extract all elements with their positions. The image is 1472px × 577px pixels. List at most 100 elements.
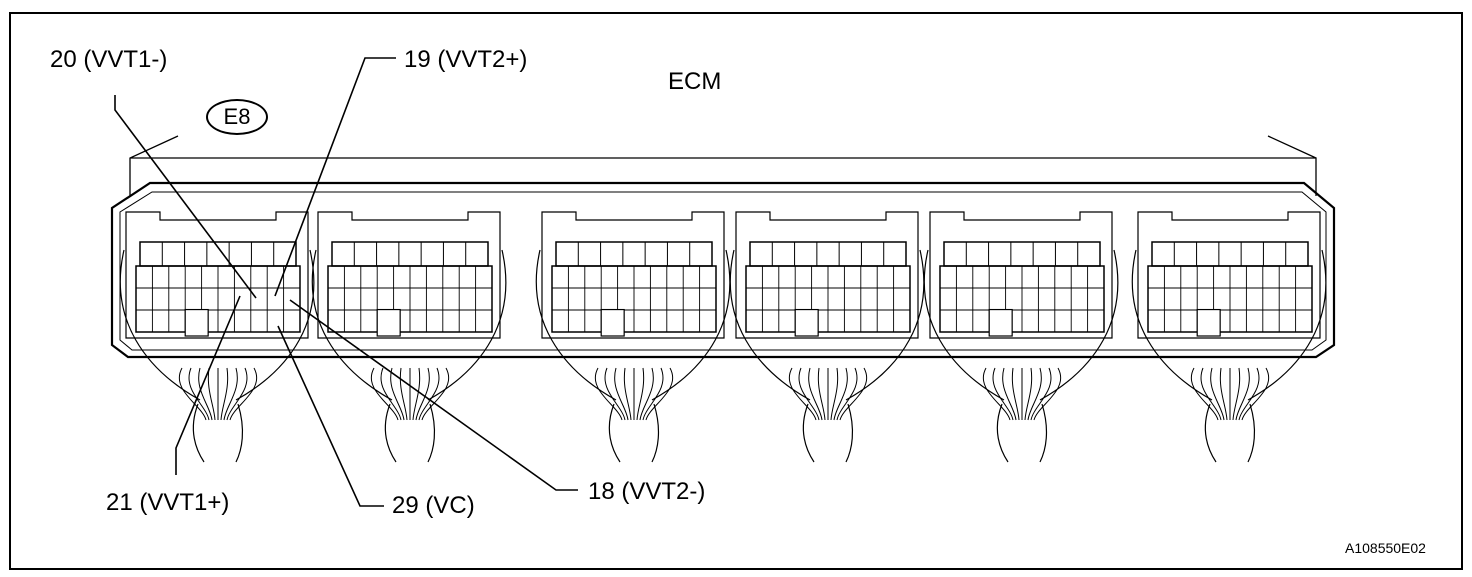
harness-strand [1200,367,1222,421]
leader-18 [289,299,578,491]
connector-body [110,181,1336,359]
wire-boot-outline [1131,249,1327,401]
callout-vc: 29 (VC) [392,492,475,519]
connector-block-1 [125,211,309,339]
harness-strand [188,367,210,421]
callout-vvt2-minus: 18 (VVT2-) [588,478,706,505]
connector-blocks [125,211,1321,339]
harness-strand [604,367,626,421]
harness-strand [1219,367,1228,421]
block-key-notch [1196,308,1221,337]
harness-strand [207,367,216,421]
connector-block-5 [929,211,1113,339]
leader-20 [114,95,257,299]
connector-block-2 [317,211,501,339]
harness-strand [421,367,449,421]
callout-vvt1-plus: 21 (VVT1+) [106,489,230,516]
block-top-row [555,241,713,267]
harness-strand [418,367,440,421]
harness-strand [983,367,1011,421]
harness-bundle [996,403,1048,463]
harness-strand [1232,367,1241,421]
block-key-notch [376,308,401,337]
harness-strand [1238,367,1260,421]
wire-boot-outline [923,249,1119,401]
harness-strand [817,367,826,421]
harness-strand [223,367,238,421]
harness-strand [390,367,405,421]
harness-strand [614,367,629,421]
block-housing [929,211,1113,339]
harness-strand [179,367,207,421]
block-housing [125,211,309,339]
block-top-row [943,241,1101,267]
harness-strand [1011,367,1020,421]
block-housing [735,211,919,339]
harness-bundle [802,403,854,463]
harness-strand [789,367,817,421]
callout-vvt2-plus: 19 (VVT2+) [404,46,528,73]
harness-strand [992,367,1014,421]
wire-boot-outline [729,249,925,401]
harness-strand [371,367,399,421]
harness-strand [1241,367,1269,421]
harness-strand [220,367,229,421]
block-key-notch [184,308,209,337]
figure-code: A108550E02 [1345,540,1426,556]
block-top-row [139,241,297,267]
harness-strand [639,367,654,421]
harness-strand [1033,367,1061,421]
callout-vvt1-minus: 20 (VVT1-) [50,46,168,73]
harness-strand [380,367,402,421]
harness-strand [399,367,408,421]
harness-strand [623,367,632,421]
harness-strand [198,367,213,421]
harness-strand [412,367,421,421]
connector-body-inner [119,191,1327,351]
harness-strand [830,367,839,421]
block-top-row [1151,241,1309,267]
harness-bundle [192,403,244,463]
harness-strand [808,367,823,421]
harness-strand [636,367,645,421]
leader-lines [114,57,578,507]
diagram-frame [9,12,1463,570]
harness-strand [798,367,820,421]
harness-strand [1235,367,1250,421]
wire-harness [119,249,1327,463]
block-housing [541,211,725,339]
wire-boot-outline [535,249,731,401]
block-top-row [749,241,907,267]
component-label: ECM [668,68,722,95]
harness-strand [226,367,248,421]
harness-bundle [384,403,436,463]
harness-strand [1210,367,1225,421]
harness-strand [839,367,867,421]
block-key-notch [600,308,625,337]
harness-bundle [1204,403,1256,463]
connector-block-3 [541,211,725,339]
block-housing [317,211,501,339]
block-key-notch [794,308,819,337]
block-housing [1137,211,1321,339]
block-top-row [331,241,489,267]
harness-strand [836,367,858,421]
harness-strand [1191,367,1219,421]
harness-strand [642,367,664,421]
ecm-housing-bracket [129,135,1317,196]
connector-code-badge: E8 [206,99,268,135]
leader-19 [274,57,396,297]
harness-strand [595,367,623,421]
leader-29 [277,325,384,507]
harness-bundle [608,403,660,463]
connector-block-6 [1137,211,1321,339]
harness-strand [1030,367,1052,421]
wire-boot-outline [119,249,315,401]
block-key-notch [988,308,1013,337]
harness-strand [833,367,848,421]
harness-strand [1027,367,1042,421]
harness-strand [645,367,673,421]
connector-block-4 [735,211,919,339]
